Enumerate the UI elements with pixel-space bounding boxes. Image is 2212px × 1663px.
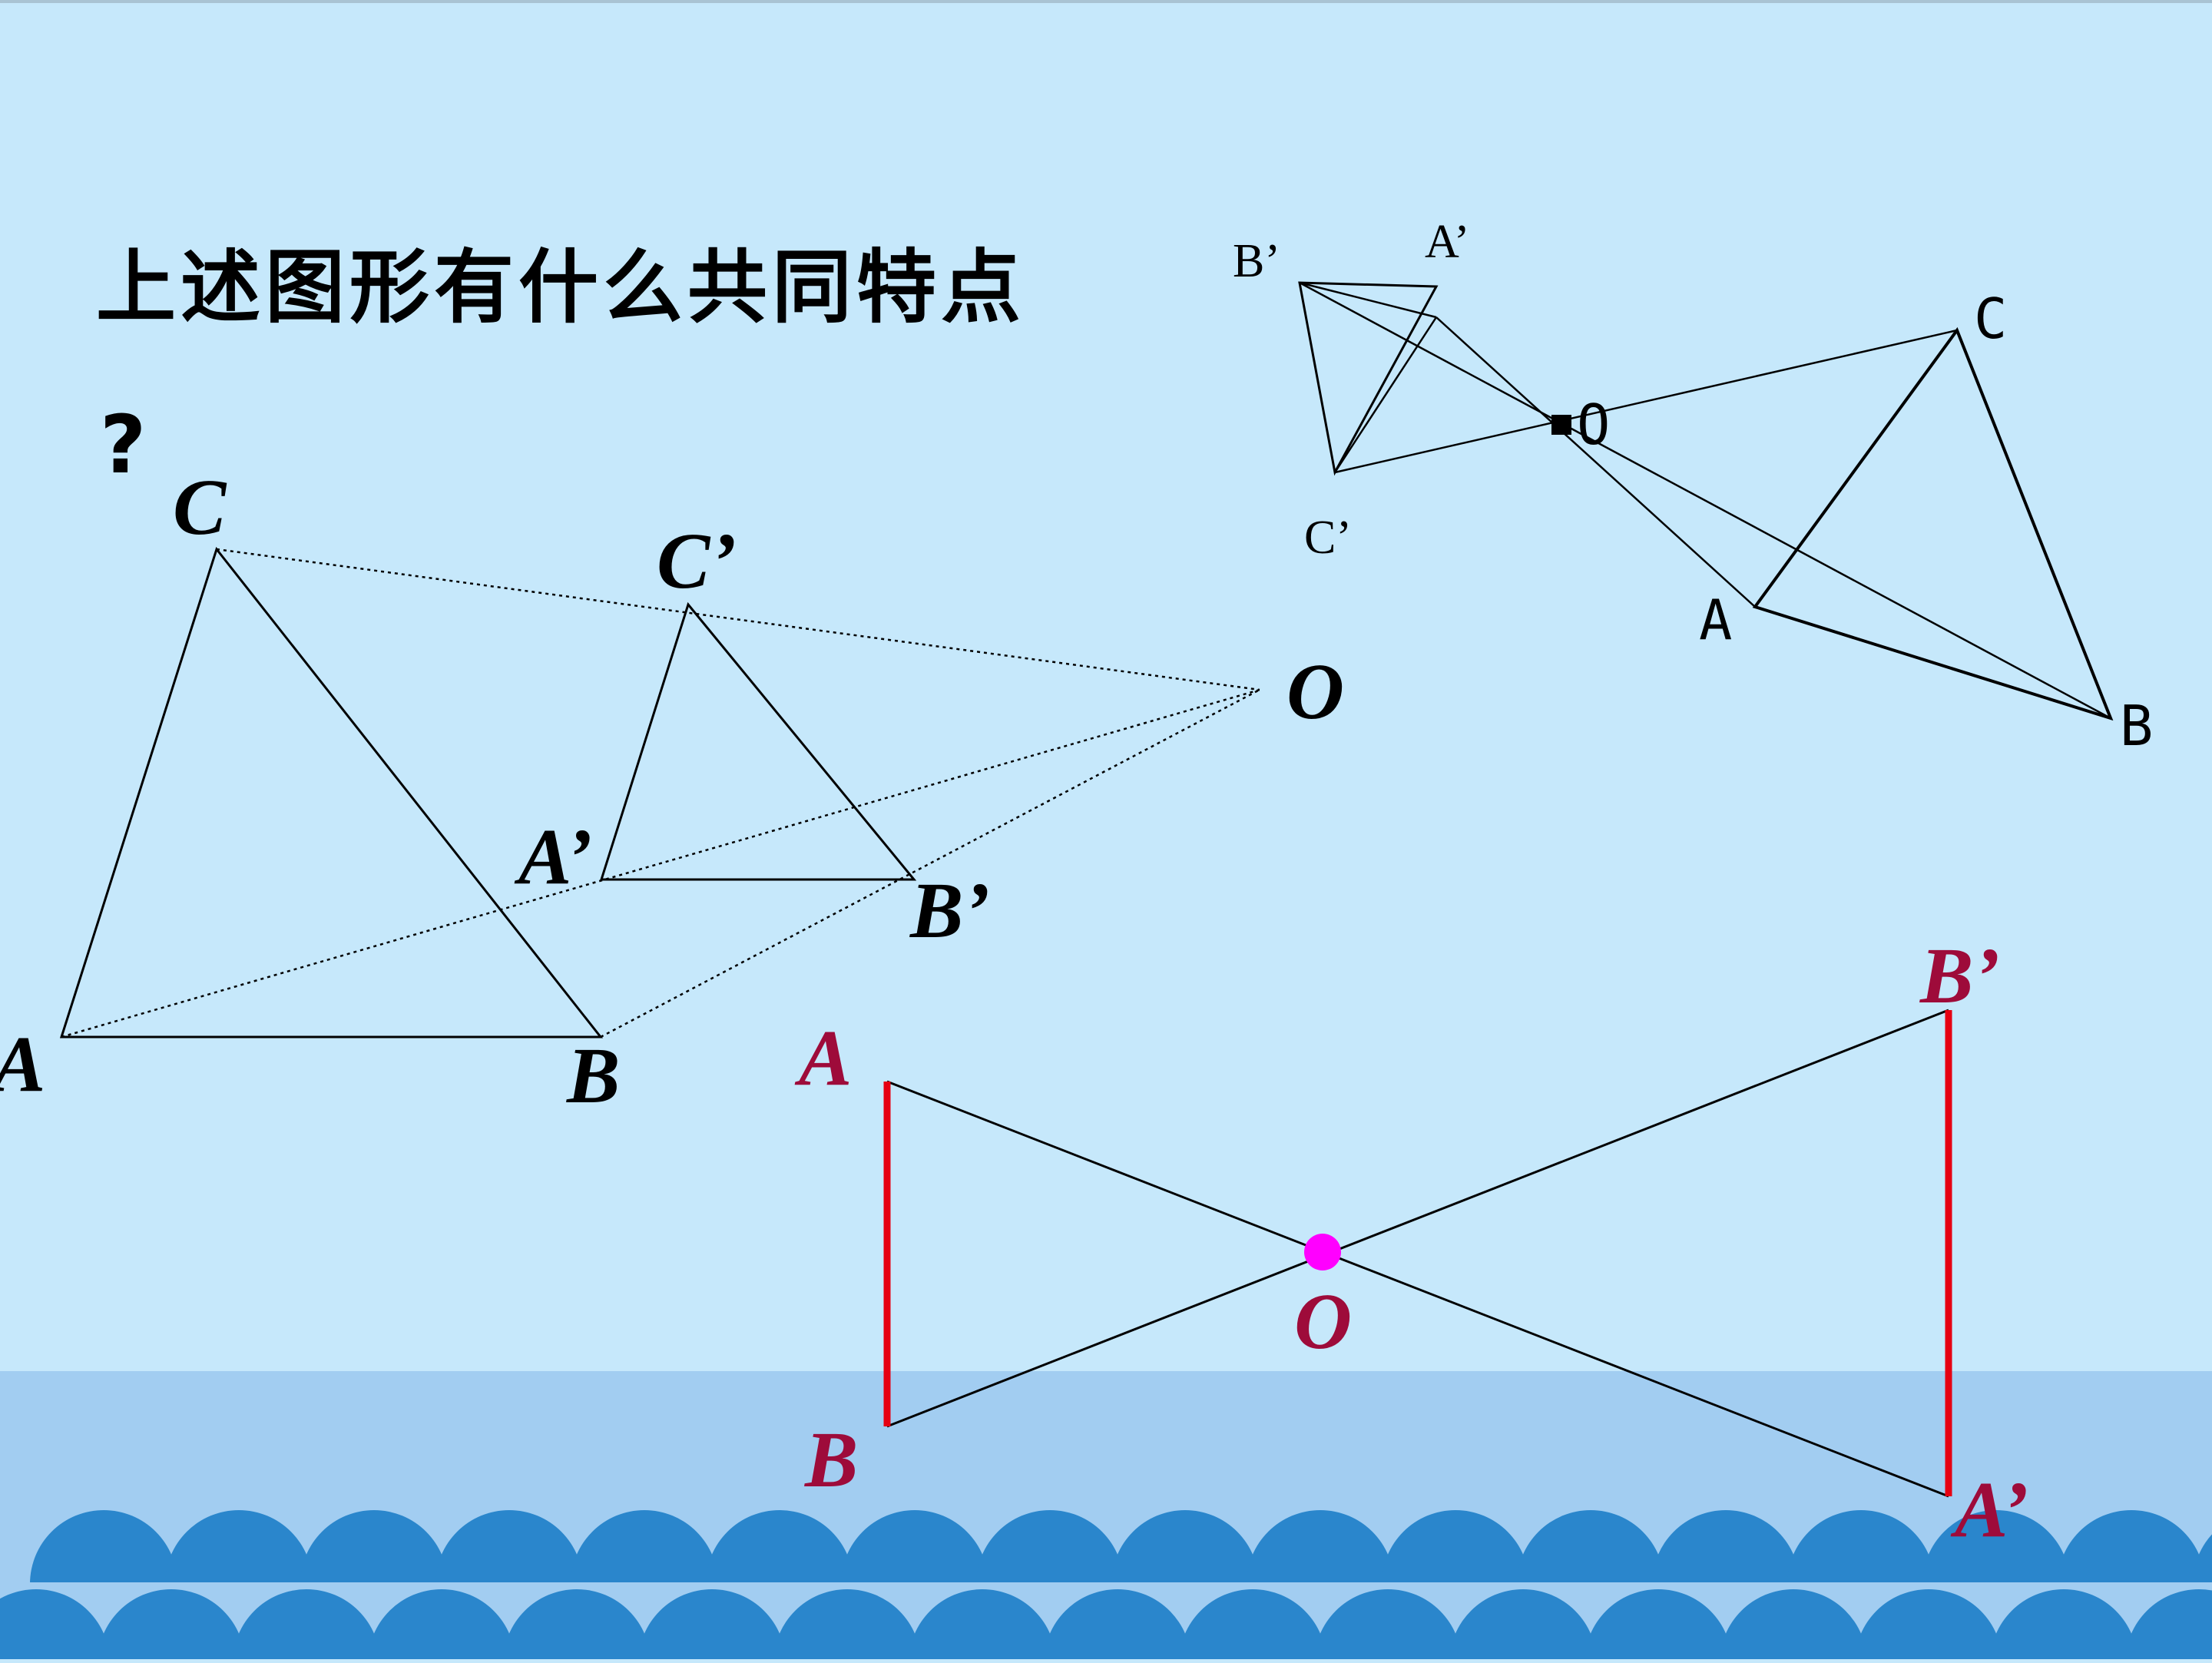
wave-scallop	[0, 1589, 110, 1659]
label-A-red: A	[794, 1014, 852, 1102]
wave-scallop	[773, 1589, 921, 1659]
question-title: 上述图形有什么共同特点	[96, 240, 1025, 334]
label-O-red: O	[1294, 1277, 1352, 1366]
label-B-red: B	[804, 1416, 858, 1504]
label-C-prime: C’	[657, 517, 737, 605]
figure-left	[59, 546, 1260, 1039]
line-A-prime-A	[1435, 316, 1756, 608]
wave-scallop	[638, 1589, 786, 1659]
figure-top-right	[1298, 281, 2114, 721]
wave-scallop	[1720, 1589, 1867, 1659]
label-O-small: O	[1577, 393, 1610, 457]
line-B-prime-A-prime	[1299, 281, 1437, 319]
ray-C-O	[216, 548, 1260, 691]
center-point-O	[1304, 1234, 1341, 1270]
figure-bottom	[883, 1009, 1952, 1498]
line-B-B-prime	[886, 1009, 1949, 1428]
wave-scallop	[1044, 1589, 1191, 1659]
label-B-prime: B’	[909, 866, 990, 955]
triangle-A-prime-B-prime-C-prime-small	[1298, 281, 1439, 476]
wave-scallop	[233, 1589, 380, 1659]
label-A-small: A	[1699, 588, 1732, 652]
label-A-prime-small: A’	[1425, 216, 1470, 268]
figure-top-right-labels: B’ A’ C’ O C A B	[1233, 216, 2153, 758]
label-B: B	[566, 1032, 620, 1120]
wave-scallop	[503, 1589, 651, 1659]
ray-A-O	[61, 688, 1260, 1039]
figure-left-labels: A B C A’ B’ C’ O	[0, 463, 1344, 1120]
figure-bottom-labels: A B B’ A’ O	[794, 932, 2028, 1554]
center-point-O-small	[1551, 415, 1571, 435]
label-C: C	[173, 463, 227, 552]
wave-decoration	[0, 1371, 2212, 1659]
line-C-prime-C	[1334, 329, 1958, 474]
wave-scallop	[1855, 1589, 2002, 1659]
label-O: O	[1286, 648, 1344, 736]
label-B-prime-red: B’	[1919, 932, 2000, 1020]
label-A: A	[0, 1020, 45, 1108]
question-mark: ?	[100, 398, 151, 492]
wave-scallop	[2125, 1589, 2212, 1659]
label-B-small: B	[2120, 694, 2153, 758]
label-A-prime: A’	[514, 813, 592, 901]
triangle-ABC-small	[1752, 326, 2114, 721]
wave-scallop	[368, 1589, 515, 1659]
label-B-prime-small: B’	[1233, 235, 1280, 287]
top-border	[0, 0, 2212, 3]
line-A-A-prime	[886, 1080, 1949, 1498]
label-A-prime-red: A’	[1950, 1466, 2028, 1554]
wave-scallop	[1584, 1589, 1732, 1659]
label-C-small: C	[1974, 287, 2007, 351]
triangle-ABC	[59, 546, 604, 1039]
wave-scallop	[98, 1589, 245, 1659]
label-C-prime-small: C’	[1304, 512, 1352, 564]
triangle-A-prime-B-prime-C-prime	[599, 601, 917, 881]
wave-scallop	[1449, 1589, 1597, 1659]
wave-scallop	[909, 1589, 1056, 1659]
line-A-prime-C-prime	[1333, 316, 1438, 473]
wave-scallop	[1179, 1589, 1326, 1659]
line-B-prime-B	[1299, 281, 2111, 720]
wave-scallop	[1314, 1589, 1462, 1659]
wave-row-lower	[0, 1589, 2212, 1659]
wave-scallop	[1990, 1589, 2137, 1659]
